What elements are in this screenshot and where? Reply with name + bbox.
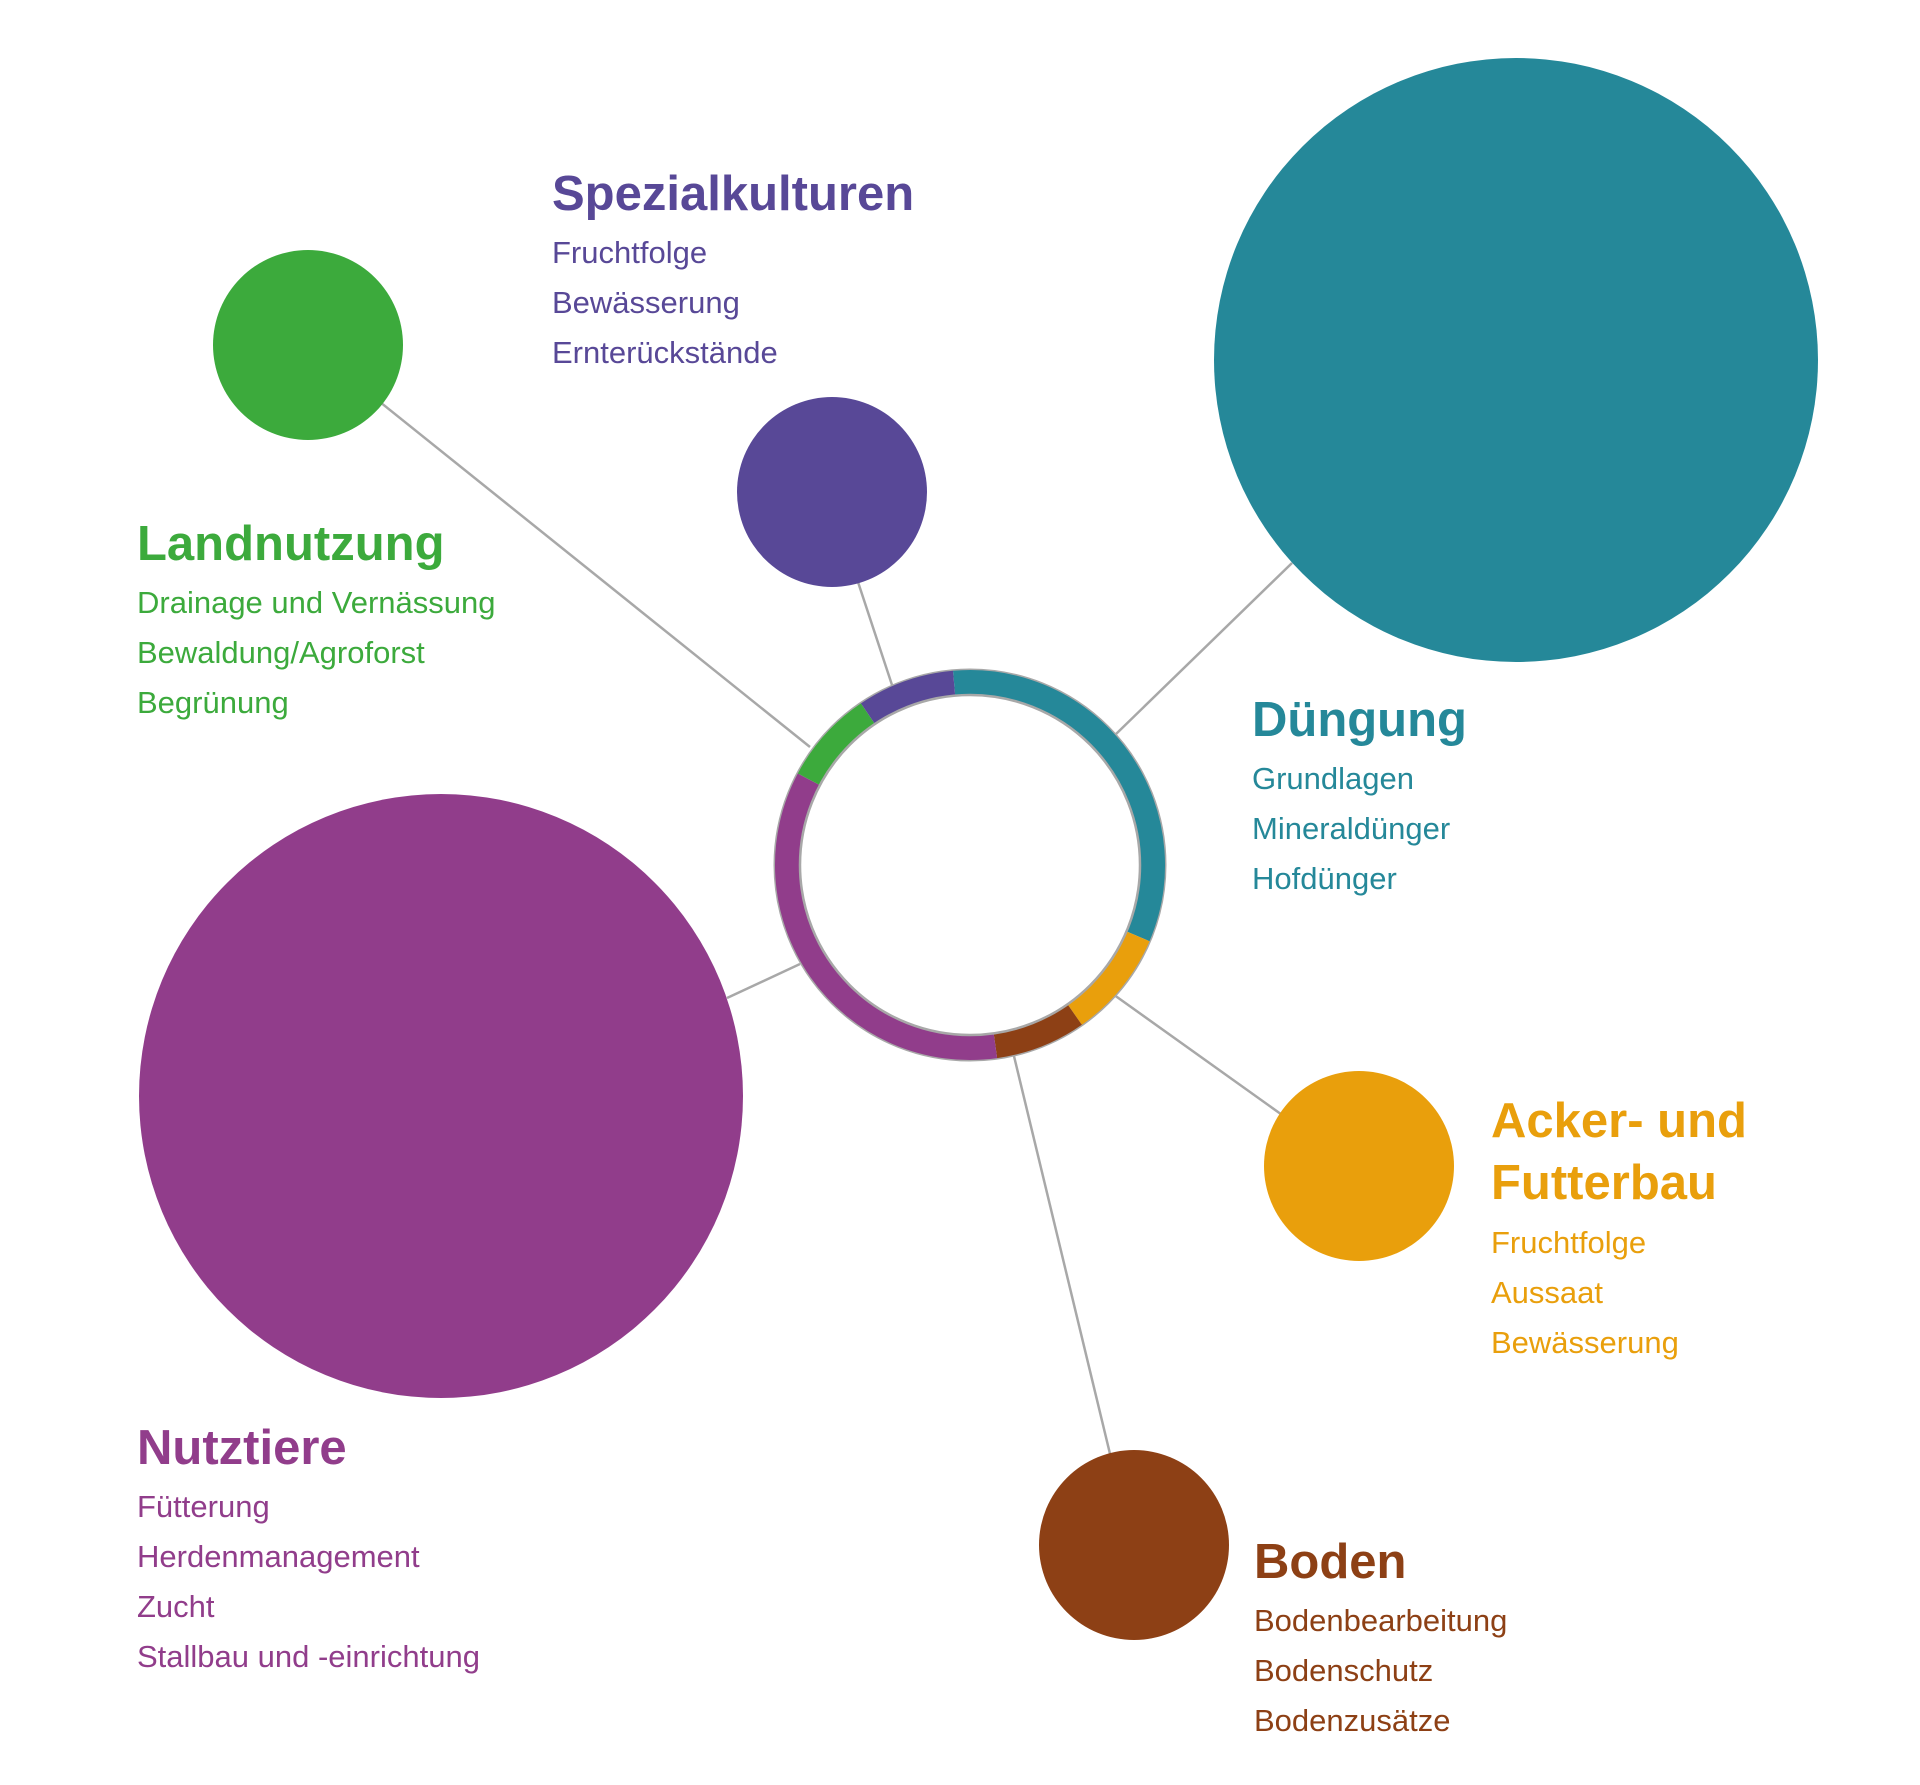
item-duengung-1: Grundlagen	[1252, 761, 1415, 796]
item-duengung-3: Hofdünger	[1252, 861, 1397, 896]
title-acker-line-2: Futterbau	[1491, 1156, 1717, 1210]
item-nutztiere-2: Herdenmanagement	[137, 1539, 420, 1574]
item-boden-2: Bodenschutz	[1254, 1653, 1434, 1688]
item-acker-1: Fruchtfolge	[1491, 1225, 1647, 1260]
item-spezialkulturen-2: Bewässerung	[552, 285, 740, 320]
item-duengung-2: Mineraldünger	[1252, 811, 1451, 846]
group-nutztiere: Nutztiere Fütterung Herdenmanagement Zuc…	[137, 1420, 480, 1682]
item-nutztiere-1: Fütterung	[137, 1489, 270, 1524]
connector-duengung	[1114, 562, 1293, 736]
item-spezialkulturen-3: Ernterückstände	[552, 335, 778, 370]
title-boden: Boden	[1254, 1535, 1407, 1589]
connector-nutztiere	[726, 962, 801, 1000]
bubble-landnutzung	[213, 250, 403, 440]
connector-landnutzung	[379, 401, 811, 748]
item-spezialkulturen-1: Fruchtfolge	[552, 235, 708, 270]
item-boden-3: Bodenzusätze	[1254, 1703, 1451, 1738]
bubble-nutztiere	[139, 794, 743, 1398]
title-duengung: Düngung	[1252, 693, 1467, 747]
connector-boden	[1011, 1051, 1113, 1459]
connector-acker	[1109, 990, 1286, 1119]
bubble-boden	[1039, 1450, 1229, 1640]
ring-segment-nutztiere	[775, 773, 998, 1060]
group-landnutzung: Landnutzung Drainage und Vernässung Bewa…	[137, 516, 495, 728]
center-ring-inner-outline	[798, 693, 1142, 1037]
item-acker-3: Bewässerung	[1491, 1325, 1679, 1360]
ring-segment-boden	[993, 1003, 1082, 1059]
bubble-acker	[1264, 1071, 1454, 1261]
ring-segment-acker	[1066, 930, 1150, 1025]
bubble-spezialkulturen	[737, 397, 927, 587]
ring-segment-spezialkulturen	[860, 670, 956, 726]
item-nutztiere-3: Zucht	[137, 1589, 215, 1624]
title-landnutzung: Landnutzung	[137, 517, 445, 571]
center-ring	[775, 670, 1165, 1060]
title-acker: Acker- und Futterbau	[1491, 1090, 1747, 1214]
title-nutztiere: Nutztiere	[137, 1421, 347, 1475]
group-acker: Acker- und Futterbau Fruchtfolge Aussaat…	[1491, 1090, 1747, 1368]
item-landnutzung-3: Begrünung	[137, 685, 289, 720]
item-landnutzung-2: Bewaldung/Agroforst	[137, 635, 425, 670]
bubble-duengung	[1214, 58, 1818, 662]
title-acker-line-1: Acker- und	[1491, 1094, 1747, 1148]
item-nutztiere-4: Stallbau und -einrichtung	[137, 1639, 480, 1674]
group-spezialkulturen: Spezialkulturen Fruchtfolge Bewässerung …	[552, 166, 914, 378]
title-spezialkulturen: Spezialkulturen	[552, 167, 915, 221]
group-boden: Boden Bodenbearbeitung Bodenschutz Boden…	[1254, 1534, 1507, 1746]
item-acker-2: Aussaat	[1491, 1275, 1604, 1310]
item-boden-1: Bodenbearbeitung	[1254, 1603, 1508, 1638]
group-duengung: Düngung Grundlagen Mineraldünger Hofdüng…	[1252, 692, 1467, 904]
ring-segment-duengung	[953, 670, 1165, 942]
connector-spezialkulturen	[856, 581, 894, 686]
item-landnutzung-1: Drainage und Vernässung	[137, 585, 496, 620]
ring-segment-landnutzung	[797, 703, 876, 786]
